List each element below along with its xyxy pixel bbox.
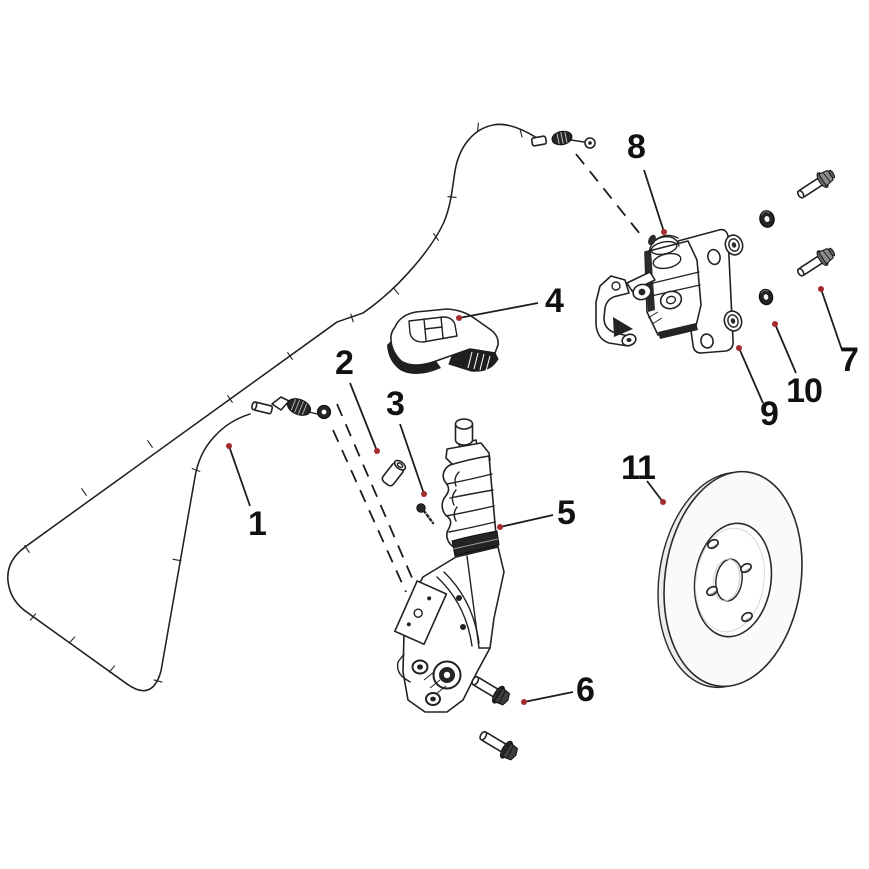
locator-dot: [226, 443, 232, 449]
adjuster-pin: [381, 459, 407, 487]
part-label-8: 8: [627, 128, 667, 235]
part-label-3: 3: [386, 385, 427, 497]
leader-line: [820, 288, 843, 351]
lock-washer: [758, 288, 774, 306]
part-label-11: 11: [621, 449, 666, 505]
leader-line: [399, 423, 425, 495]
part-number-text: 3: [386, 385, 404, 423]
part-number-text: 11: [621, 449, 655, 487]
part-label-2: 2: [335, 344, 380, 454]
flange-bolt: [471, 675, 511, 706]
lock-washer: [759, 210, 775, 228]
locator-dot: [736, 345, 742, 351]
hex-flange-bolt: [796, 169, 836, 199]
disc-bolt-holes: [706, 538, 753, 623]
locator-dot: [661, 229, 667, 235]
flange-bolt: [479, 730, 519, 761]
part-label-10: 10: [772, 321, 823, 410]
leader-line: [643, 169, 665, 233]
part-label-4: 4: [456, 282, 565, 321]
locator-dot: [456, 315, 462, 321]
hex-flange-bolt: [796, 247, 836, 277]
set-screw: [416, 503, 435, 525]
lock-washers: [758, 210, 775, 306]
locator-dot: [660, 499, 666, 505]
part-number-text: 8: [627, 128, 645, 166]
leader-line: [499, 514, 554, 528]
part-label-7: 7: [818, 286, 859, 379]
locator-dot: [421, 491, 427, 497]
locator-dot: [772, 321, 778, 327]
part-number-text: 6: [576, 671, 594, 709]
mounting-bolts: [471, 675, 519, 761]
cam-lever: [387, 308, 499, 375]
part-number-text: 9: [760, 395, 778, 433]
flat-washer: [724, 234, 744, 256]
leader-line: [349, 382, 378, 452]
leader-line: [738, 347, 764, 404]
locator-dot: [374, 448, 380, 454]
caliper-bolts: [796, 169, 836, 277]
locator-dot: [818, 286, 824, 292]
lever-bracket-assembly: [394, 418, 505, 713]
part-label-6: 6: [521, 671, 595, 709]
cable-end-lower: [251, 396, 332, 420]
leader-line: [646, 480, 664, 503]
brake-disc: [657, 470, 803, 689]
leader-line: [774, 323, 797, 374]
part-number-text: 5: [557, 494, 575, 532]
leader-line: [458, 302, 539, 319]
part-number-text: 1: [248, 505, 266, 543]
brake-caliper: [595, 228, 734, 354]
flat-washer: [723, 310, 743, 332]
locator-dot: [497, 524, 503, 530]
part-label-5: 5: [497, 494, 576, 532]
flat-washers: [723, 234, 744, 332]
cable-end-top: [530, 130, 596, 149]
part-number-text: 2: [335, 344, 353, 382]
part-number-text: 10: [786, 372, 822, 410]
part-number-text: 4: [545, 282, 564, 320]
brake-cable: [7, 122, 596, 692]
part-number-text: 7: [840, 341, 858, 379]
leader-line: [523, 691, 574, 703]
cable-housing-joint-ticks: [23, 122, 523, 683]
locator-dot: [521, 699, 527, 705]
leader-line: [228, 445, 251, 507]
part-label-9: 9: [736, 345, 779, 433]
assembly-axis-lines: [332, 153, 641, 646]
part-label-1: 1: [226, 443, 267, 543]
